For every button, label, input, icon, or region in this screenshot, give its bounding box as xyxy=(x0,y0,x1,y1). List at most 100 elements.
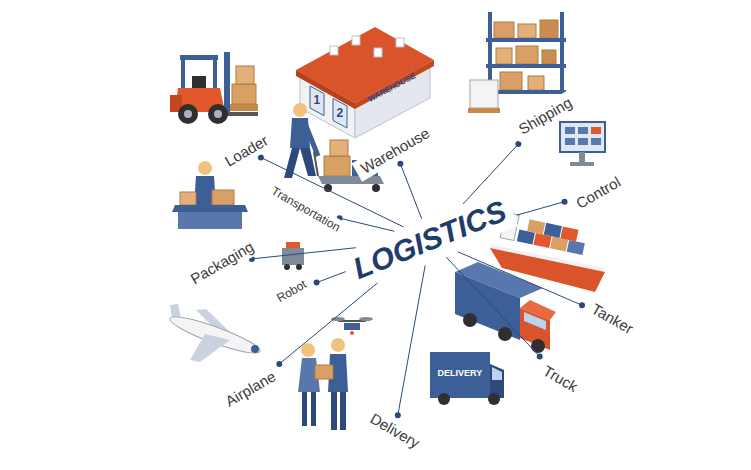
box xyxy=(236,66,254,84)
box xyxy=(324,156,350,176)
spoke-line xyxy=(517,202,565,215)
cockpit xyxy=(251,345,259,353)
node-text: Robot xyxy=(275,278,310,306)
arm xyxy=(306,126,318,156)
screen-tile xyxy=(578,127,588,134)
spoke-line xyxy=(317,272,346,283)
tank xyxy=(470,80,498,108)
spoke-dot xyxy=(397,161,403,167)
wheel xyxy=(284,264,290,270)
spoke-label: Airplane xyxy=(216,362,285,414)
parcel xyxy=(315,365,333,379)
box xyxy=(232,84,256,104)
rack-shelf xyxy=(486,64,566,68)
illustration-label: WAREHOUSE xyxy=(367,72,417,104)
spoke-dot xyxy=(579,302,585,308)
box xyxy=(212,190,234,205)
rack-post xyxy=(560,12,564,94)
node-text: LOGISTICS xyxy=(348,193,511,286)
warehouse-building xyxy=(296,27,434,138)
wheel xyxy=(531,339,545,353)
wheel xyxy=(463,313,477,327)
screen-tile xyxy=(578,138,588,145)
leg xyxy=(284,148,300,178)
spoke-line xyxy=(400,164,421,219)
van-window xyxy=(492,367,502,380)
pallet xyxy=(468,108,500,113)
fuselage xyxy=(167,311,263,359)
cab-post xyxy=(181,58,185,90)
container xyxy=(567,240,585,255)
container xyxy=(544,223,562,238)
delivery-van xyxy=(430,352,504,405)
stand xyxy=(579,152,585,162)
node-text: Packaging xyxy=(187,237,256,287)
roof-edge xyxy=(355,60,434,109)
node-text: Control xyxy=(573,173,624,212)
node-text: Warehouse xyxy=(358,124,433,177)
spoke-label: Robot xyxy=(269,273,316,310)
airplane xyxy=(167,304,263,362)
cart-handle xyxy=(314,152,318,176)
spoke-label: Tanker xyxy=(582,295,642,342)
screen-tile xyxy=(591,127,601,134)
box xyxy=(542,50,556,64)
spoke-label: Packaging xyxy=(181,232,263,291)
control-monitor xyxy=(560,122,605,166)
wheel xyxy=(438,393,450,405)
box xyxy=(330,140,348,156)
cab-roof xyxy=(180,55,218,60)
roof-vent xyxy=(352,36,360,45)
node-text: Shipping xyxy=(516,93,575,137)
node-text: Truck xyxy=(540,361,581,394)
cab-window xyxy=(524,312,546,330)
stand-base xyxy=(570,162,594,166)
drone-light xyxy=(350,331,354,335)
worker-with-cart xyxy=(284,103,384,192)
container xyxy=(560,226,578,241)
truck xyxy=(455,262,556,353)
illustration-label: 2 xyxy=(337,107,344,120)
box xyxy=(494,22,514,38)
wheel xyxy=(372,184,380,192)
box xyxy=(496,48,512,64)
node-text: Tanker xyxy=(588,299,636,336)
roof-vent xyxy=(396,38,404,47)
spoke-label: Loader xyxy=(215,126,276,174)
box xyxy=(528,76,544,90)
door xyxy=(333,99,347,129)
van-cab xyxy=(490,364,504,398)
spoke-line xyxy=(458,252,582,305)
leg xyxy=(311,392,316,426)
hub xyxy=(184,110,192,118)
spoke-label: Shipping xyxy=(509,88,581,142)
spoke-label: Delivery xyxy=(361,404,429,455)
spoke-line xyxy=(398,265,425,415)
leg xyxy=(340,392,346,430)
rack-shelf xyxy=(486,38,566,42)
spoke-label: Transportation xyxy=(262,180,348,240)
seat xyxy=(192,76,206,88)
mast xyxy=(224,52,230,116)
packaging-worker xyxy=(172,161,248,229)
robot-body xyxy=(282,248,304,265)
spoke-dot xyxy=(537,354,543,360)
screen xyxy=(560,122,605,152)
screen-tile xyxy=(591,138,601,145)
node-text: Loader xyxy=(221,131,270,169)
drone xyxy=(331,317,373,335)
spoke-label: Control xyxy=(567,168,630,217)
forks xyxy=(228,112,258,116)
node-text: Transportation xyxy=(268,185,342,235)
van-body xyxy=(430,352,490,398)
container xyxy=(527,219,545,234)
spoke-line xyxy=(252,248,356,259)
wheel xyxy=(178,104,198,124)
leg xyxy=(331,392,337,430)
wheel xyxy=(498,327,512,341)
wheel xyxy=(324,184,332,192)
head xyxy=(293,103,307,117)
node-text: Delivery xyxy=(367,409,423,451)
